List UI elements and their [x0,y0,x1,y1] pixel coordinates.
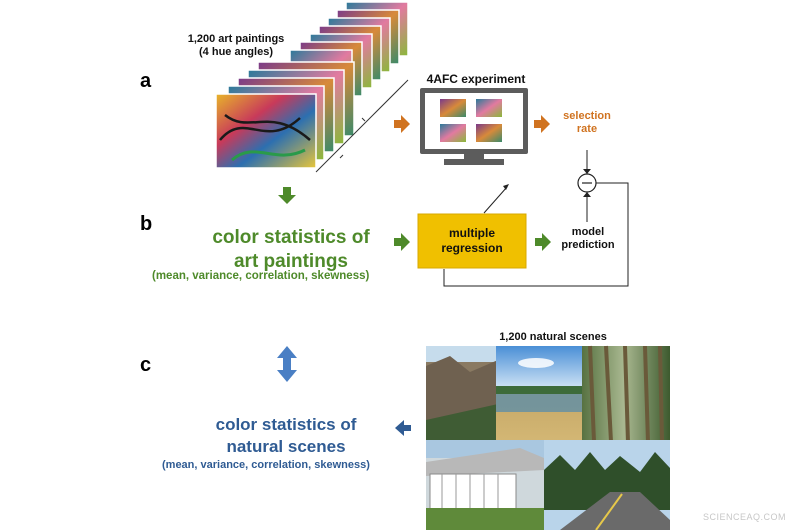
regression-line1: multiple [448,226,495,240]
natural-stats-line1: color statistics of [215,415,357,434]
regression-label: multiple regression [418,226,526,256]
experiment-title: 4AFC experiment [426,72,526,86]
painting-stack-front [215,61,355,169]
art-stats-subtitle: (mean, variance, correlation, skewness) [152,270,370,282]
model-prediction-label: model prediction [552,226,624,252]
panel-label-b: b [140,213,153,235]
panel-label-c: c [140,354,152,376]
orange-arrow-to-selection [534,115,550,133]
green-right-arrow-to-regression [394,233,410,251]
monitor-icon [420,88,528,165]
paintings-label: 1,200 art paintings (4 hue angles) [178,33,294,59]
natural-scenes-title: 1,200 natural scenes [499,331,607,343]
paintings-label-line1: 1,200 art paintings [187,33,285,45]
regression-box [417,213,527,269]
arrow-regression-to-monitor [483,186,508,214]
blue-left-arrow [395,420,411,436]
model-prediction-line2: prediction [561,239,615,251]
selection-rate-line2: rate [576,123,598,135]
art-stats-title: color statistics of art paintings [196,226,386,274]
natural-stats-title: color statistics of natural scenes [196,414,376,458]
green-down-arrow [278,187,296,204]
selection-rate-line1: selection [563,110,611,122]
natural-scenes-collage [426,345,670,530]
green-right-arrow-from-regression [535,233,551,251]
natural-stats-subtitle: (mean, variance, correlation, skewness) [162,459,370,471]
model-prediction-line1: model [571,226,605,238]
watermark: SCIENCEAQ.COM [702,512,786,522]
orange-arrow-to-monitor [394,115,410,133]
art-stats-line2: art paintings [233,251,348,272]
blue-double-arrow [277,346,297,382]
paintings-label-line2: (4 hue angles) [199,46,273,58]
regression-line2: regression [441,241,503,255]
natural-stats-line2: natural scenes [226,437,346,456]
feedback-loop-line [443,182,629,287]
art-stats-line1: color statistics of [212,227,370,248]
selection-rate-label: selection rate [552,110,622,136]
panel-label-a: a [140,70,152,92]
